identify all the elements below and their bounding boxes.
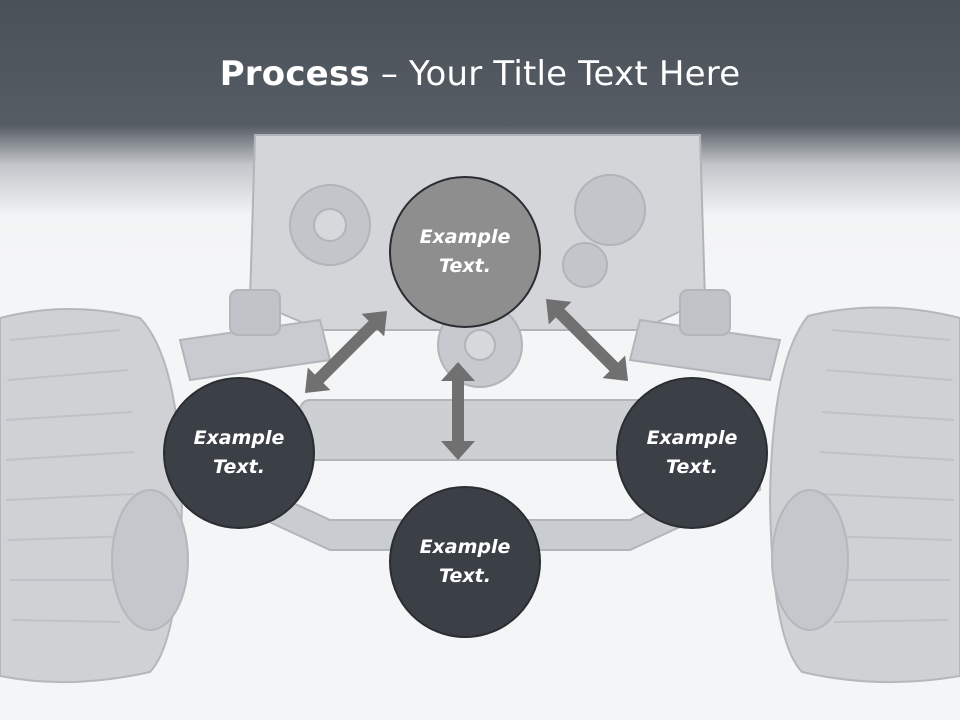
node-bottom-text: Example Text. [419,536,511,587]
slide-title: Process – Your Title Text Here [0,52,960,96]
node-top: Example Text. [389,176,541,328]
title-rest: – Your Title Text Here [369,54,741,94]
arrow-vertical [441,361,475,460]
suspension [178,289,782,551]
arrow-top-left [304,310,388,394]
node-bottom: Example Text. [389,486,541,638]
node-right: Example Text. [616,377,768,529]
node-left: Example Text. [163,377,315,529]
title-bold: Process [219,54,370,94]
node-top-text: Example Text. [419,226,511,277]
node-right-text: Example Text. [646,427,738,478]
right-wheel [768,306,960,684]
arrow-top-right [545,298,629,382]
node-left-text: Example Text. [193,427,285,478]
